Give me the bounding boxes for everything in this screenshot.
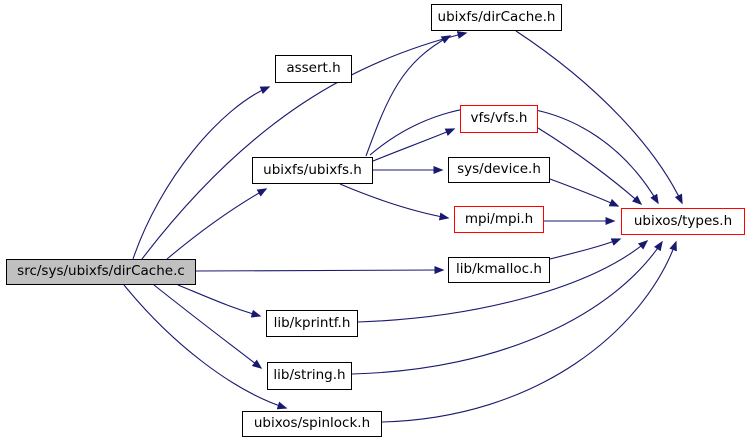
edge-ubixfs-ubixfs-h-to-vfs-vfs-h <box>372 128 456 162</box>
edge-ubixfs-ubixfs-h-to-mpi-mpi-h <box>339 183 450 221</box>
node-label-lib-string-h: lib/string.h <box>273 367 346 384</box>
node-sys-device-h[interactable]: sys/device.h <box>448 157 550 183</box>
node-dircache-c: src/sys/ubixfs/dirCache.c <box>6 259 196 285</box>
edge-lib-string-h-to-ubixos-types-h <box>351 240 663 375</box>
edge-dircache-c-to-ubixos-spinlock-h <box>123 284 288 410</box>
node-label-ubixfs-dircache-h: ubixfs/dirCache.h <box>437 8 556 25</box>
edge-dircache-c-to-lib-kmalloc-h <box>195 266 445 275</box>
node-assert-h[interactable]: assert.h <box>275 55 352 83</box>
node-label-lib-kmalloc-h: lib/kmalloc.h <box>456 261 542 278</box>
node-lib-string-h[interactable]: lib/string.h <box>267 362 352 390</box>
node-label-ubixos-spinlock-h: ubixos/spinlock.h <box>253 415 371 432</box>
edge-ubixfs-dircache-h-to-ubixos-types-h <box>515 30 683 205</box>
edge-lib-kmalloc-h-to-ubixos-types-h <box>549 238 622 260</box>
node-label-ubixos-types-h: ubixos/types.h <box>633 212 733 229</box>
edge-sys-device-h-to-ubixos-types-h <box>549 178 620 207</box>
node-label-dircache-c: src/sys/ubixfs/dirCache.c <box>17 263 185 280</box>
edge-ubixfs-ubixfs-h-to-ubixfs-dircache-h <box>365 35 452 157</box>
edge-dircache-c-to-ubixfs-dircache-h <box>141 31 468 260</box>
edge-dircache-c-to-lib-kprintf-h <box>177 284 262 318</box>
edge-lib-kprintf-h-to-ubixos-types-h <box>357 240 649 323</box>
node-ubixos-types-h: ubixos/types.h <box>621 208 745 235</box>
edge-dircache-c-to-ubixfs-ubixfs-h <box>166 188 268 260</box>
edge-dircache-c-to-lib-string-h <box>153 284 263 369</box>
node-lib-kmalloc-h[interactable]: lib/kmalloc.h <box>448 257 550 283</box>
edge-ubixos-spinlock-h-to-ubixos-types-h <box>381 240 677 423</box>
node-ubixos-spinlock-h[interactable]: ubixos/spinlock.h <box>242 411 382 437</box>
node-label-mpi-mpi-h: mpi/mpi.h <box>464 210 534 227</box>
node-label-assert-h: assert.h <box>286 60 341 77</box>
node-label-vfs-vfs-h: vfs/vfs.h <box>470 110 528 127</box>
node-ubixfs-dircache-h[interactable]: ubixfs/dirCache.h <box>431 4 562 31</box>
edge-vfs-vfs-h-to-ubixos-types-h <box>537 127 643 205</box>
node-vfs-vfs-h: vfs/vfs.h <box>460 105 538 133</box>
node-label-ubixfs-ubixfs-h: ubixfs/ubixfs.h <box>263 161 362 178</box>
node-label-lib-kprintf-h: lib/kprintf.h <box>273 314 351 331</box>
edge-dircache-c-to-assert-h <box>132 86 271 260</box>
node-label-sys-device-h: sys/device.h <box>457 161 541 178</box>
node-ubixfs-ubixfs-h[interactable]: ubixfs/ubixfs.h <box>252 157 373 184</box>
node-mpi-mpi-h: mpi/mpi.h <box>454 206 544 233</box>
node-lib-kprintf-h[interactable]: lib/kprintf.h <box>266 310 358 337</box>
